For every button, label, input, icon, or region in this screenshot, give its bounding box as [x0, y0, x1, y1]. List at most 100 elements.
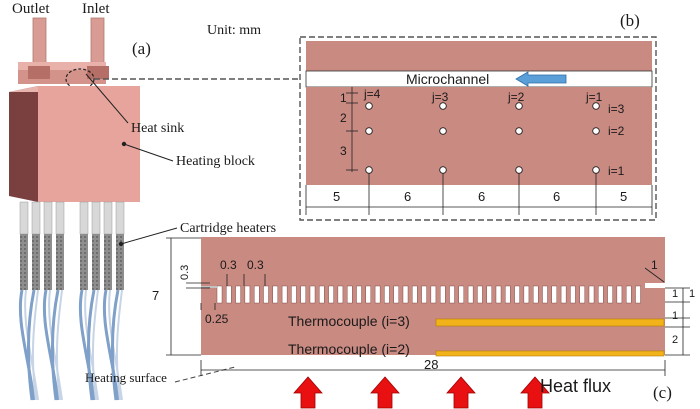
fin-slot [579, 285, 585, 304]
heater-wire [102, 289, 120, 401]
dim-c-total-length: 28 [424, 357, 439, 372]
heater-wire [31, 289, 39, 401]
heater-wire [91, 289, 99, 401]
thermocouple-i3-label: Thermocouple (i=3) [288, 313, 410, 329]
outlet-step [645, 283, 665, 288]
heater-body [80, 234, 88, 290]
fin-slot [635, 285, 641, 304]
dim-c-total-height: 7 [152, 288, 160, 303]
heater-body [104, 234, 112, 290]
manifold-fitting-right [87, 66, 109, 79]
fin-slot [421, 285, 427, 304]
heater-wire [86, 289, 96, 401]
manifold-top [18, 62, 106, 70]
heater-body [32, 234, 40, 290]
heater-sleeve [103, 201, 113, 235]
dim-c-right-2: 1 [672, 310, 679, 322]
heater-sleeve [79, 201, 89, 235]
thermocouple-point [365, 166, 373, 174]
fin-slot [384, 285, 390, 304]
dim-b-v-1: 2 [340, 111, 347, 125]
fin-slot [337, 285, 344, 304]
leader-cartridge [120, 227, 178, 245]
fin-slot [570, 285, 576, 304]
thermocouple-i2-label: Thermocouple (i=2) [288, 341, 410, 357]
row-label-i1: i=1 [608, 164, 625, 178]
dim-c-right-0: 1 [672, 288, 679, 300]
dim-b-h-0: 5 [333, 189, 341, 204]
dim-c-base-gap: 0.25 [205, 312, 229, 326]
thermocouple-point [592, 166, 600, 174]
microchannel-label: Microchannel [406, 71, 490, 87]
heat-flux-label: Heat flux [540, 376, 612, 396]
fin-slot [365, 285, 371, 304]
heater-wire [18, 289, 36, 401]
cartridge-heaters [18, 201, 125, 401]
fin-slot [374, 285, 381, 304]
dim-b-h-2: 6 [478, 189, 486, 204]
heating-surface-label: Heating surface [85, 370, 167, 385]
leader-heating-surface [174, 366, 236, 383]
fin-slot [598, 285, 604, 304]
panel-b-frame [299, 36, 657, 221]
thermocouple-grid [306, 102, 652, 215]
fin-slot [449, 285, 455, 304]
dim-b-v-0: 1 [340, 91, 347, 105]
heater-wire [50, 289, 60, 401]
dim-c-left-depth: 0.3 [179, 264, 191, 280]
dim-c-right-step: 1 [651, 258, 658, 272]
fin-slot [560, 285, 567, 304]
fin-slot [244, 285, 251, 304]
row-label-i3: i=3 [608, 102, 625, 116]
dim-strip [306, 185, 652, 215]
dim-c-fin-width: 0.3 [220, 258, 237, 272]
heat-flux-arrows [293, 376, 550, 409]
unit-label: Unit: mm [207, 23, 262, 38]
assembly-3d [9, 17, 236, 401]
fin-slot [588, 285, 595, 304]
thermocouple-point [515, 166, 523, 174]
fin-slot [347, 285, 353, 304]
fin-slot [253, 285, 260, 304]
fin-slot [319, 285, 325, 304]
fin-slot [514, 285, 520, 304]
fin-slot [477, 285, 483, 304]
flow-direction-arrow [515, 71, 567, 87]
cartridge-heaters-label: Cartridge heaters [180, 221, 277, 236]
panel-b [299, 36, 657, 221]
thermocouple-point [515, 127, 523, 135]
dim-c-right-3: 2 [672, 334, 679, 346]
dim-b-v-2: 3 [340, 144, 347, 158]
heater-wire [110, 289, 120, 401]
fin-slot [616, 285, 623, 304]
heater-wire [26, 289, 36, 401]
heater-body [20, 234, 28, 290]
fin-slot [495, 285, 502, 304]
thermocouple-point [592, 127, 600, 135]
fin-slot [402, 285, 409, 304]
thermocouple-point [592, 102, 600, 110]
heat-flux-arrow [293, 376, 323, 409]
fin-slot [440, 285, 446, 304]
heating-block-left-face [9, 86, 38, 202]
inlet-label: Inlet [82, 1, 110, 17]
fin-slot [626, 285, 632, 304]
thermocouple-point [365, 127, 373, 135]
heater-sleeve [115, 201, 125, 235]
fin-slot [505, 285, 511, 304]
fin-slot [542, 285, 548, 304]
heater-body [44, 234, 52, 290]
manifold-fitting-left [28, 66, 50, 79]
fin-slot [551, 285, 557, 304]
panel-c-label: (c) [653, 383, 672, 402]
heater-body [116, 234, 124, 290]
thermocouple-point [365, 102, 373, 110]
fin-slot [393, 285, 399, 304]
fin-slot [291, 285, 297, 304]
leader-dot-cartridge [118, 241, 124, 247]
fin-array [201, 237, 665, 304]
heat-flux-arrow [446, 376, 476, 409]
heater-sleeve [19, 201, 29, 235]
fin-slot [281, 285, 288, 304]
dim-c-fin-gap: 0.3 [247, 258, 264, 272]
